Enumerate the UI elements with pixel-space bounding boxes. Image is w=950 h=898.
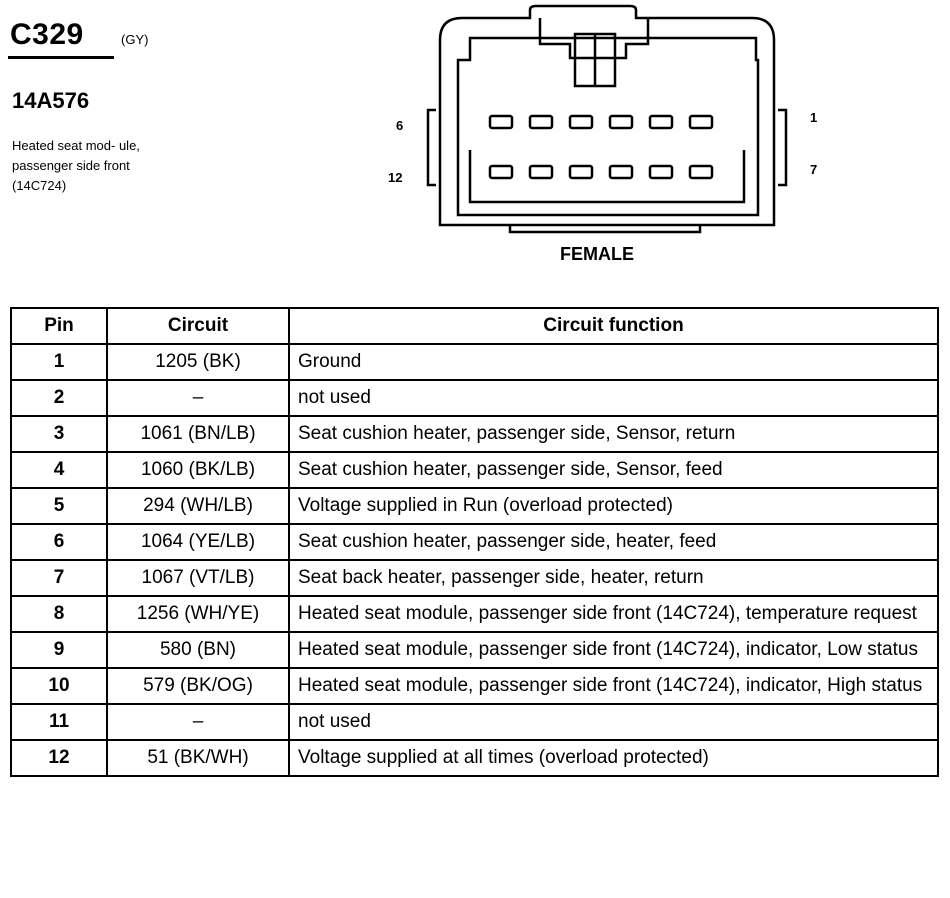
cell-circuit: – bbox=[106, 379, 290, 417]
header-circuit-function: Circuit function bbox=[288, 307, 939, 345]
cell-circuit: 1060 (BK/LB) bbox=[106, 451, 290, 489]
table-row: 5 294 (WH/LB) Voltage supplied in Run (o… bbox=[10, 487, 939, 525]
pin-label-7: 7 bbox=[810, 162, 818, 177]
cell-function: Voltage supplied at all times (overload … bbox=[288, 739, 939, 777]
connector-code-underline bbox=[8, 56, 114, 59]
cell-function: Seat cushion heater, passenger side, Sen… bbox=[288, 451, 939, 489]
cell-function: Ground bbox=[288, 343, 939, 381]
cell-function: Heated seat module, passenger side front… bbox=[288, 667, 939, 705]
cell-function: Voltage supplied in Run (overload protec… bbox=[288, 487, 939, 525]
table-row: 11 – not used bbox=[10, 703, 939, 741]
table-row: 6 1064 (YE/LB) Seat cushion heater, pass… bbox=[10, 523, 939, 561]
cell-pin: 8 bbox=[10, 595, 108, 633]
cell-circuit: 580 (BN) bbox=[106, 631, 290, 669]
cell-circuit: 1067 (VT/LB) bbox=[106, 559, 290, 597]
connector-description: Heated seat mod- ule, passenger side fro… bbox=[12, 138, 140, 193]
connector-gender-label: FEMALE bbox=[560, 244, 634, 264]
pin-label-1: 1 bbox=[810, 110, 818, 125]
cell-pin: 5 bbox=[10, 487, 108, 525]
cell-circuit: 1256 (WH/YE) bbox=[106, 595, 290, 633]
cell-circuit: – bbox=[106, 703, 290, 741]
pin-label-12: 12 bbox=[388, 170, 403, 185]
table-row: 9 580 (BN) Heated seat module, passenger… bbox=[10, 631, 939, 669]
cell-circuit: 51 (BK/WH) bbox=[106, 739, 290, 777]
cell-circuit: 1205 (BK) bbox=[106, 343, 290, 381]
cell-pin: 6 bbox=[10, 523, 108, 561]
pin-label-6: 6 bbox=[396, 118, 404, 133]
cell-circuit: 579 (BK/OG) bbox=[106, 667, 290, 705]
cell-circuit: 294 (WH/LB) bbox=[106, 487, 290, 525]
cell-function: Seat back heater, passenger side, heater… bbox=[288, 559, 939, 597]
table-row: 3 1061 (BN/LB) Seat cushion heater, pass… bbox=[10, 415, 939, 453]
cell-function: Heated seat module, passenger side front… bbox=[288, 631, 939, 669]
cell-function: not used bbox=[288, 703, 939, 741]
connector-cavities bbox=[488, 114, 714, 180]
table-row: 12 51 (BK/WH) Voltage supplied at all ti… bbox=[10, 739, 939, 777]
part-number: 14A576 bbox=[12, 88, 90, 113]
cell-pin: 1 bbox=[10, 343, 108, 381]
cell-pin: 10 bbox=[10, 667, 108, 705]
cell-function: Seat cushion heater, passenger side, Sen… bbox=[288, 415, 939, 453]
table-header-row: Pin Circuit Circuit function bbox=[10, 307, 939, 345]
cell-pin: 9 bbox=[10, 631, 108, 669]
connector-code: C329 bbox=[10, 18, 84, 51]
connector-color: (GY) bbox=[121, 32, 149, 47]
cell-pin: 2 bbox=[10, 379, 108, 417]
table-row: 2 – not used bbox=[10, 379, 939, 417]
table-row: 1 1205 (BK) Ground bbox=[10, 343, 939, 381]
cell-pin: 11 bbox=[10, 703, 108, 741]
cell-pin: 4 bbox=[10, 451, 108, 489]
cell-circuit: 1064 (YE/LB) bbox=[106, 523, 290, 561]
connector-face-diagram bbox=[426, 4, 788, 234]
header-circuit: Circuit bbox=[106, 307, 290, 345]
table-row: 4 1060 (BK/LB) Seat cushion heater, pass… bbox=[10, 451, 939, 489]
cell-pin: 12 bbox=[10, 739, 108, 777]
pinout-table: Pin Circuit Circuit function 1 1205 (BK)… bbox=[10, 307, 939, 777]
header-pin: Pin bbox=[10, 307, 108, 345]
cell-function: Heated seat module, passenger side front… bbox=[288, 595, 939, 633]
cell-pin: 7 bbox=[10, 559, 108, 597]
table-row: 10 579 (BK/OG) Heated seat module, passe… bbox=[10, 667, 939, 705]
cell-function: not used bbox=[288, 379, 939, 417]
cell-pin: 3 bbox=[10, 415, 108, 453]
table-row: 7 1067 (VT/LB) Seat back heater, passeng… bbox=[10, 559, 939, 597]
cell-function: Seat cushion heater, passenger side, hea… bbox=[288, 523, 939, 561]
table-row: 8 1256 (WH/YE) Heated seat module, passe… bbox=[10, 595, 939, 633]
cell-circuit: 1061 (BN/LB) bbox=[106, 415, 290, 453]
